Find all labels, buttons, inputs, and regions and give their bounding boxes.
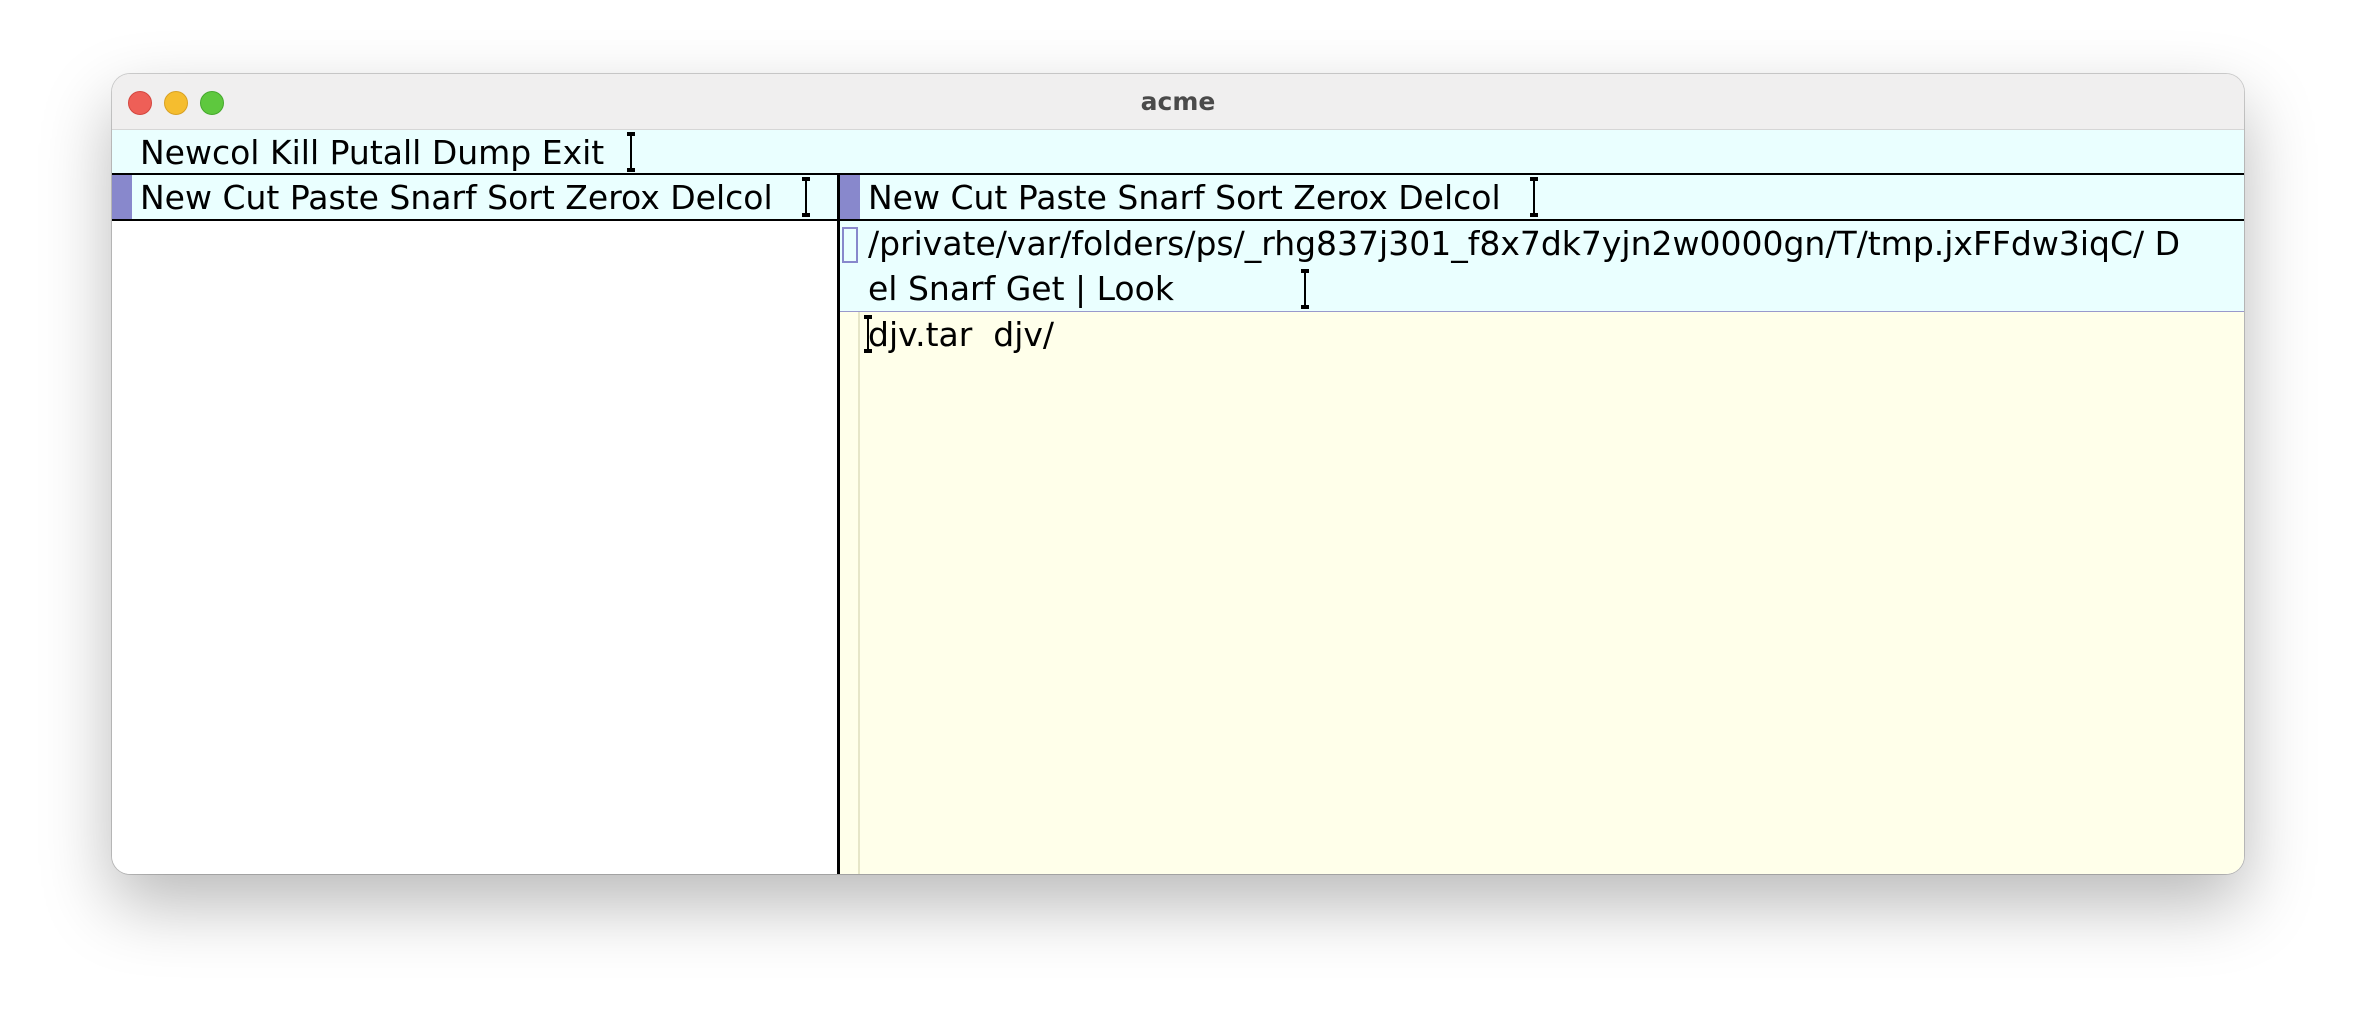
column-left-tag[interactable]: New Cut Paste Snarf Sort Zerox Delcol: [112, 175, 837, 221]
window-body[interactable]: djv.tar djv/: [840, 312, 2244, 874]
column-right[interactable]: New Cut Paste Snarf Sort Zerox Delcol /p…: [840, 175, 2244, 874]
window-tag-line-2[interactable]: el Snarf Get | Look: [868, 269, 1174, 308]
window-tag-line-1[interactable]: /private/var/folders/ps/_rhg837j301_f8x7…: [868, 224, 2181, 263]
column-right-tag-cursor: [1530, 177, 1538, 217]
minimize-button[interactable]: [164, 91, 188, 115]
column-left-tag-text[interactable]: New Cut Paste Snarf Sort Zerox Delcol: [140, 178, 773, 217]
column-right-tag-text[interactable]: New Cut Paste Snarf Sort Zerox Delcol: [868, 178, 1501, 217]
maximize-button[interactable]: [200, 91, 224, 115]
acme-window: acme Newcol Kill Putall Dump Exit New Cu…: [112, 74, 2244, 874]
close-button[interactable]: [128, 91, 152, 115]
column-left-tag-cursor: [802, 177, 810, 217]
column-divider: [837, 175, 840, 874]
window-title: acme: [1140, 87, 1216, 116]
window-body-text[interactable]: djv.tar djv/: [868, 315, 1055, 354]
window-tag-cursor: [1301, 269, 1309, 309]
row-tag-cursor: [627, 132, 635, 172]
window-body-cursor: [864, 315, 872, 353]
column-left[interactable]: New Cut Paste Snarf Sort Zerox Delcol: [112, 175, 837, 874]
window-tag[interactable]: /private/var/folders/ps/_rhg837j301_f8x7…: [840, 221, 2244, 312]
column-right-handle[interactable]: [840, 175, 860, 219]
acme-content: Newcol Kill Putall Dump Exit New Cut Pas…: [112, 130, 2244, 874]
window-handle[interactable]: [842, 227, 858, 263]
column-right-tag[interactable]: New Cut Paste Snarf Sort Zerox Delcol: [840, 175, 2244, 221]
column-left-handle[interactable]: [112, 175, 132, 219]
row-tag[interactable]: Newcol Kill Putall Dump Exit: [112, 130, 2244, 175]
window-scrollbar[interactable]: [840, 312, 860, 874]
row-tag-text[interactable]: Newcol Kill Putall Dump Exit: [140, 133, 605, 172]
title-bar[interactable]: acme: [112, 74, 2244, 130]
